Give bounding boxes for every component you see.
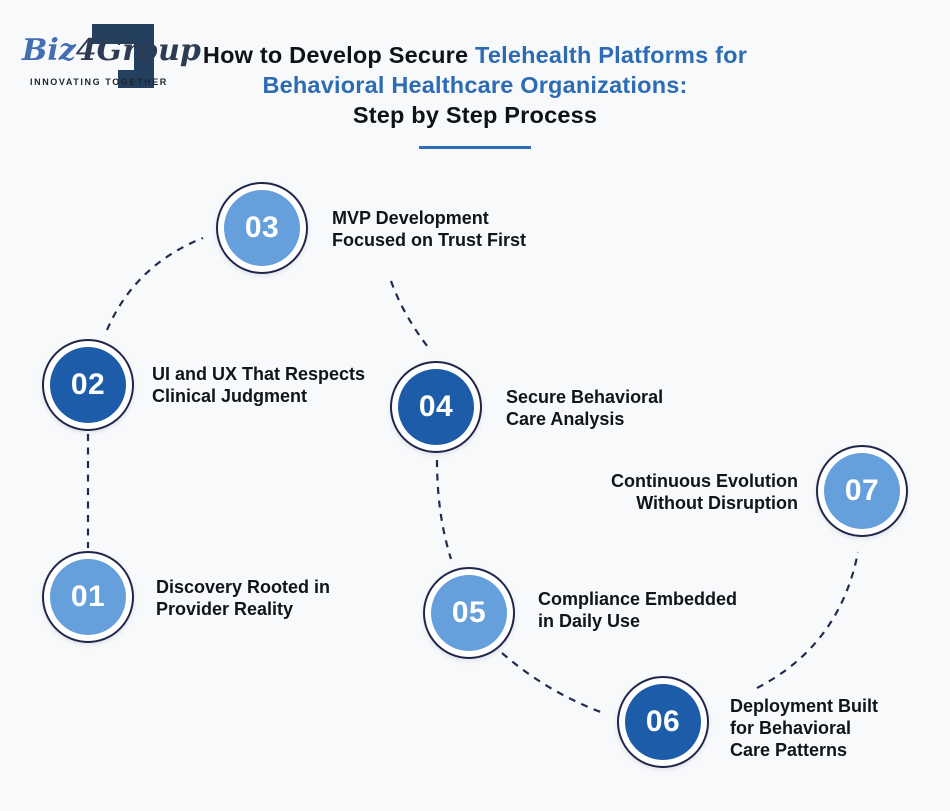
connector-04-05: [435, 459, 453, 560]
step-circle-03: 03: [216, 182, 308, 274]
logo-bracket-shape: [92, 24, 154, 88]
logo-word-group: Group: [96, 33, 201, 68]
title-underline: [419, 146, 531, 149]
connector-02-03: [105, 236, 204, 331]
step-circle-04: 04: [390, 361, 482, 453]
title-segment-blue-2: Behavioral Healthcare Organizations:: [262, 72, 688, 98]
logo-word-biz: Biz: [22, 33, 76, 68]
logo-word-4: 4: [75, 33, 97, 68]
step-circle-07: 07: [816, 445, 908, 537]
step-number-06: 06: [625, 684, 701, 760]
step-circle-06: 06: [617, 676, 709, 768]
title-segment-dark-1: How to Develop Secure: [202, 42, 476, 68]
title-segment-blue-1: Telehealth Platforms for: [475, 42, 748, 68]
step-circle-01: 01: [42, 551, 134, 643]
step-number-05: 05: [431, 575, 507, 651]
step-number-02: 02: [50, 347, 126, 423]
connector-06-07: [756, 551, 860, 689]
step-number-07: 07: [824, 453, 900, 529]
logo-wordmark: Biz4Group: [22, 34, 201, 68]
step-label-02: UI and UX That Respects Clinical Judgmen…: [152, 364, 366, 406]
step-label-04: Secure Behavioral Care Analysis: [506, 387, 664, 429]
connector-03-04: [389, 280, 432, 352]
step-number-03: 03: [224, 190, 300, 266]
logo-tagline: INNOVATING TOGETHER: [30, 77, 168, 87]
step-label-07: Continuous Evolution Without Disruption: [611, 471, 798, 513]
step-number-04: 04: [398, 369, 474, 445]
step-label-03: MVP Development Focused on Trust First: [332, 208, 527, 250]
step-circle-02: 02: [42, 339, 134, 431]
page-title: How to Develop Secure Telehealth Platfor…: [125, 40, 825, 130]
step-label-05: Compliance Embedded in Daily Use: [538, 589, 738, 631]
step-circle-05: 05: [423, 567, 515, 659]
biz4group-logo: Biz4Group INNOVATING TOGETHER: [18, 16, 201, 102]
title-segment-dark-2: Step by Step Process: [352, 102, 598, 128]
step-number-01: 01: [50, 559, 126, 635]
step-label-01: Discovery Rooted in Provider Reality: [156, 577, 331, 619]
step-label-06: Deployment Built for Behavioral Care Pat…: [730, 696, 879, 760]
connector-05-06: [501, 652, 607, 716]
